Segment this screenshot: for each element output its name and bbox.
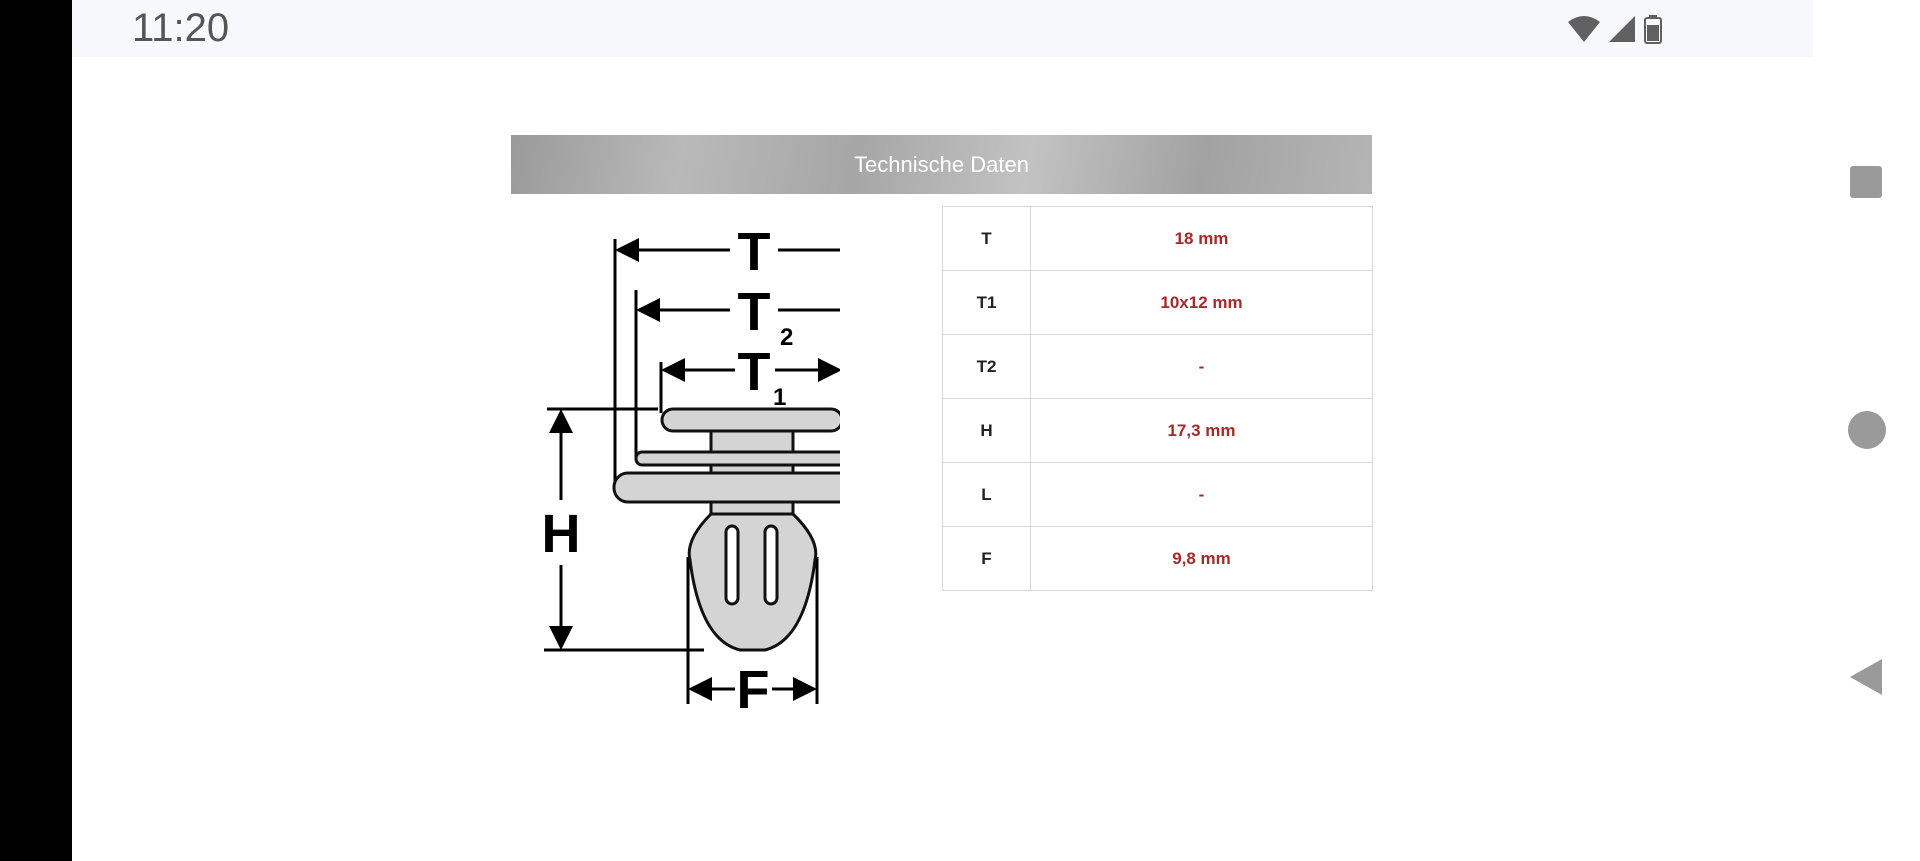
status-bar: 11:20 xyxy=(72,0,1813,57)
label-t2: T xyxy=(738,282,771,342)
spec-value: - xyxy=(1030,462,1373,527)
spec-key: T xyxy=(942,206,1031,271)
label-t1-sub: 1 xyxy=(773,384,786,411)
spec-key: H xyxy=(942,398,1031,463)
label-f: F xyxy=(737,660,770,720)
recent-apps-button[interactable] xyxy=(1848,164,1884,200)
spec-value: 17,3 mm xyxy=(1030,398,1373,463)
battery-icon xyxy=(1644,15,1662,44)
header-title: Technische Daten xyxy=(854,151,1029,177)
spec-key: L xyxy=(942,462,1031,527)
left-black-bar xyxy=(0,0,72,861)
spec-value: - xyxy=(1030,334,1373,399)
label-h: H xyxy=(542,504,581,564)
home-button[interactable] xyxy=(1848,411,1886,449)
cell-signal-icon xyxy=(1609,16,1635,42)
label-t2-sub: 2 xyxy=(780,324,793,351)
label-t: T xyxy=(738,222,771,282)
technical-data-header: Technische Daten xyxy=(511,135,1372,194)
table-row: L- xyxy=(942,462,1373,527)
spec-key: T2 xyxy=(942,334,1031,399)
spec-key: F xyxy=(942,526,1031,591)
spec-value: 9,8 mm xyxy=(1030,526,1373,591)
spec-value: 10x12 mm xyxy=(1030,270,1373,335)
status-time: 11:20 xyxy=(132,6,230,50)
wifi-icon xyxy=(1568,16,1600,42)
clip-dimension-diagram: T T 2 T 1 H F xyxy=(542,222,840,720)
spec-value: 18 mm xyxy=(1030,206,1373,271)
back-button[interactable] xyxy=(1848,657,1884,697)
table-row: T2- xyxy=(942,334,1373,399)
spec-key: T1 xyxy=(942,270,1031,335)
label-t1: T xyxy=(738,342,771,402)
